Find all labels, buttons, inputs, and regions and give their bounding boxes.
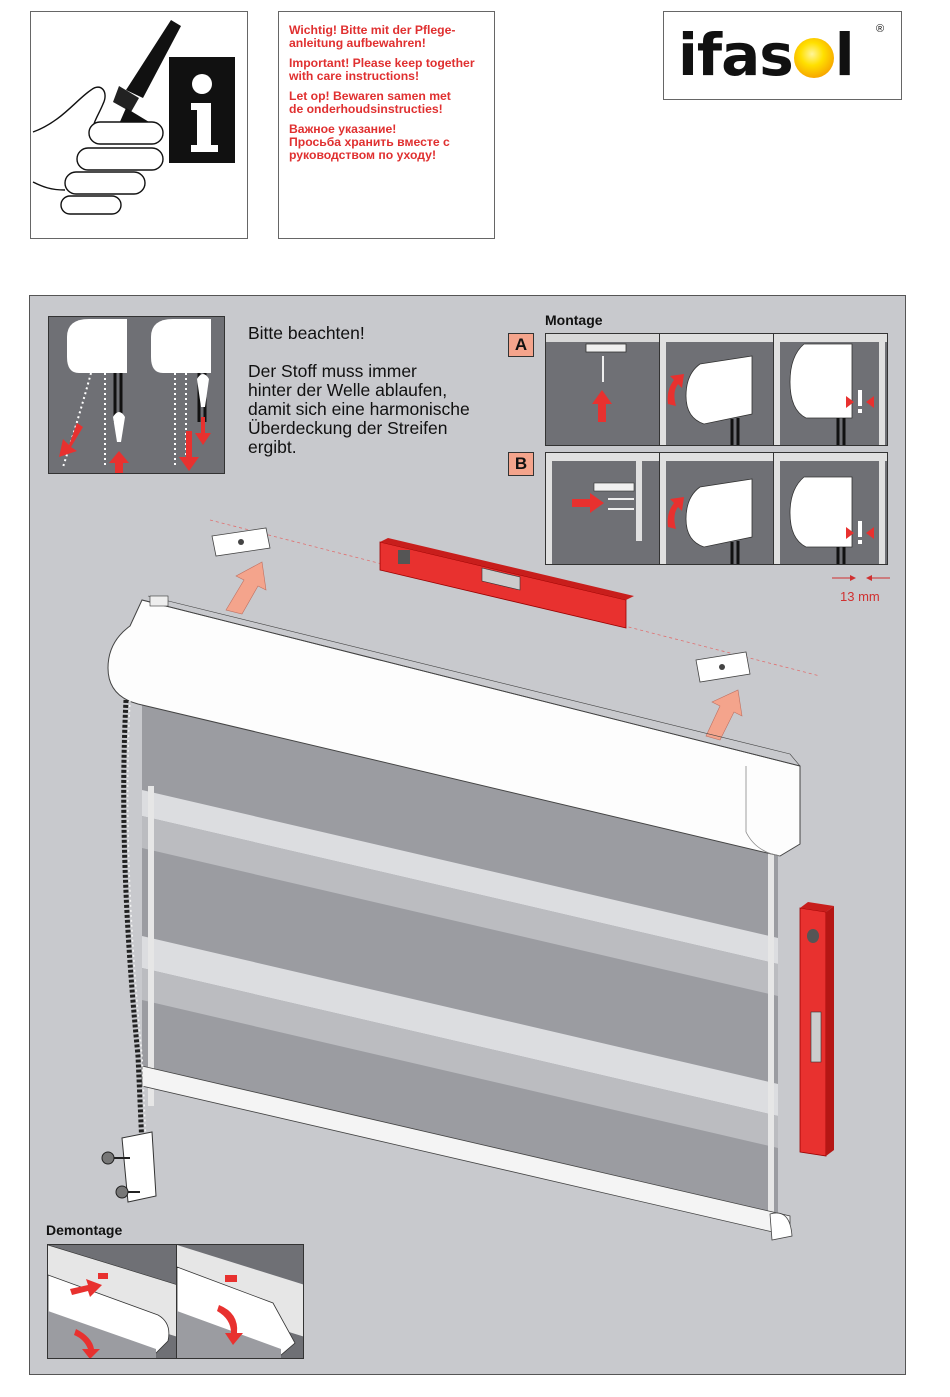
montage-a-step-1 bbox=[545, 333, 660, 446]
arrow-right-icon bbox=[572, 493, 604, 513]
curved-arrow-icon bbox=[667, 374, 684, 406]
montage-b-step-1 bbox=[545, 452, 660, 565]
note-line: Überdeckung der Streifen bbox=[248, 418, 448, 438]
logo-prefix: ifas bbox=[678, 21, 794, 89]
arrow-down-icon bbox=[179, 431, 199, 471]
dimension-arrows bbox=[832, 575, 890, 581]
brand-logo: ifas l bbox=[678, 21, 855, 89]
arrow-up-right-icon bbox=[705, 689, 743, 741]
note-line: hinter der Welle ablaufen, bbox=[248, 380, 448, 400]
montage-b-step-3 bbox=[773, 452, 888, 565]
fabric-direction-thumb bbox=[48, 316, 225, 474]
warning-text-box: Wichtig! Bitte mit der Pflege- anleitung… bbox=[278, 11, 495, 239]
spirit-level-icon bbox=[799, 902, 834, 1157]
montage-title: Montage bbox=[545, 312, 603, 328]
logo-suffix: l bbox=[834, 21, 855, 89]
instruction-panel: Bitte beachten! Der Stoff muss immer hin… bbox=[29, 295, 906, 1375]
note-line: Der Stoff muss immer bbox=[248, 361, 417, 381]
arrow-up-icon bbox=[109, 451, 129, 473]
demontage-title: Demontage bbox=[46, 1222, 123, 1238]
montage-a-step-3 bbox=[773, 333, 888, 446]
warning-en: Important! Please keep together with car… bbox=[289, 56, 475, 83]
warning-nl: Let op! Bewaren samen met de onderhoudsi… bbox=[289, 89, 451, 116]
variant-b-label: B bbox=[508, 452, 534, 476]
mounting-clip-icon bbox=[695, 651, 751, 683]
exclamation-icon bbox=[858, 521, 862, 537]
demontage-step-1 bbox=[47, 1244, 177, 1359]
fabric-direction-illustration bbox=[49, 317, 224, 473]
note-text-block: Bitte beachten! Der Stoff muss immer hin… bbox=[248, 324, 518, 457]
dimension-label: 13 mm bbox=[840, 589, 880, 604]
spirit-level-icon bbox=[379, 538, 634, 629]
montage-b-step-2 bbox=[659, 452, 774, 565]
curved-arrow-icon bbox=[74, 1329, 100, 1358]
arrow-down-left-icon bbox=[59, 423, 83, 457]
note-heading: Bitte beachten! bbox=[248, 323, 365, 343]
note-line: ergibt. bbox=[248, 437, 297, 457]
arrow-down-icon bbox=[195, 417, 211, 445]
arrow-right-icon bbox=[70, 1279, 102, 1297]
hand-icon bbox=[32, 86, 164, 215]
blind-illustration bbox=[101, 519, 834, 1241]
arrow-up-right-icon bbox=[225, 561, 267, 615]
warning-ru: Важное указание! Просьба хранить вместе … bbox=[289, 122, 450, 162]
exclamation-icon bbox=[858, 390, 862, 406]
curved-arrow-icon bbox=[667, 497, 684, 529]
info-pictogram-box bbox=[30, 11, 248, 239]
warning-de: Wichtig! Bitte mit der Pflege- anleitung… bbox=[289, 23, 456, 50]
variant-a-label: A bbox=[508, 333, 534, 357]
demontage-step-2 bbox=[176, 1244, 304, 1359]
mounting-clip-icon bbox=[211, 527, 271, 557]
brand-logo-box: ifas l ® bbox=[663, 11, 902, 100]
note-line: damit sich eine harmonische bbox=[248, 399, 470, 419]
arrow-up-icon bbox=[592, 390, 612, 422]
registered-mark: ® bbox=[876, 23, 885, 35]
curved-arrow-icon bbox=[217, 1305, 243, 1345]
screwdriver-info-icon bbox=[32, 20, 235, 215]
chain-guide-icon bbox=[101, 1131, 157, 1203]
sun-icon bbox=[793, 38, 834, 78]
montage-a-step-2 bbox=[659, 333, 774, 446]
